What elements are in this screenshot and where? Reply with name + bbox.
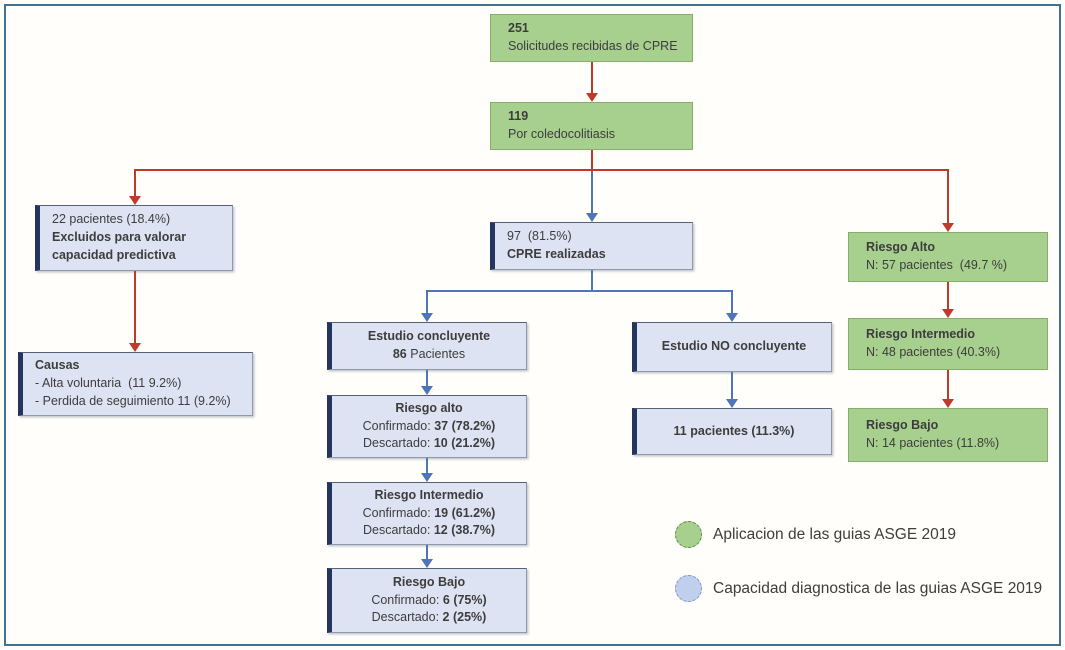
box-estudio-concluyente: Estudio concluyente 86 Pacientes xyxy=(327,322,527,370)
legend-blue-circle-icon xyxy=(675,575,702,602)
riesgo-bajo-confirmado-label: Confirmado: xyxy=(371,592,440,607)
riesgo-bajo-descartado-value: 2 (25%) xyxy=(442,610,487,625)
legend-blue-label: Capacidad diagnostica de las guias ASGE … xyxy=(713,579,1043,597)
box-solicitudes-cpre: 251 Solicitudes recibidas de CPRE xyxy=(490,14,693,62)
riesgo-bajo-confirmado-value: 6 (75%) xyxy=(442,592,487,607)
riesgo-alto-descartado-value: 10 (21.2%) xyxy=(433,436,496,451)
box-por-coledocolitiasis: 119 Por coledocolitiasis xyxy=(490,102,693,150)
arrow-alto-to-intermedio-head xyxy=(421,473,433,482)
arrow-to-concluyente-head xyxy=(421,313,433,322)
box-riesgo-bajo-asge-label: N: 14 pacientes (11.8%) xyxy=(866,436,1000,450)
box-excluidos-count: 22 pacientes (18.4%) xyxy=(52,212,171,227)
arrow-251-to-119-head xyxy=(586,93,598,102)
box-excluidos-text1: Excluidos para valorar xyxy=(52,230,187,245)
box-estudio-concluyente-count: 86 xyxy=(392,347,407,361)
arrow-intermedio-to-bajo-head xyxy=(421,559,433,568)
arrow-no-concluyente-to-11-line xyxy=(731,372,733,399)
box-estudio-no-concluyente-title: Estudio NO concluyente xyxy=(661,339,807,354)
box-causas-title: Causas xyxy=(35,358,80,373)
box-solicitudes-label: Solicitudes recibidas de CPRE xyxy=(508,39,678,53)
connector-cpre-split xyxy=(426,290,733,292)
riesgo-intermedio-descartado-value: 12 (38.7%) xyxy=(433,523,496,538)
arrow-split-to-riesgo-alto-line xyxy=(947,169,949,223)
arrow-split-to-excluidos-head xyxy=(129,196,141,205)
box-causas-item2: - Perdida de seguimiento 11 (9.2%) xyxy=(35,393,231,408)
box-riesgo-alto-title: Riesgo alto xyxy=(395,400,463,415)
arrow-intermedio-to-bajo-line xyxy=(426,545,428,559)
connector-119-split xyxy=(134,169,948,171)
arrow-split-to-excluidos-line xyxy=(134,169,136,196)
arrow-251-to-119-line xyxy=(591,62,593,93)
box-coledocolitiasis-number: 119 xyxy=(508,109,529,124)
arrow-asge-intermedio-to-bajo-line xyxy=(947,370,949,399)
box-riesgo-alto-asge: Riesgo Alto N: 57 pacientes (49.7 %) xyxy=(848,232,1048,282)
legend-item-asge-aplicacion: Aplicacion de las guias ASGE 2019 xyxy=(675,521,956,548)
arrow-excluidos-to-causas-line xyxy=(134,271,136,343)
riesgo-intermedio-descartado-label: Descartado: xyxy=(362,523,431,538)
box-riesgo-intermedio-title: Riesgo Intermedio xyxy=(374,487,484,502)
box-cpre-realizadas: 97 (81.5%) CPRE realizadas xyxy=(490,222,693,270)
box-riesgo-intermedio-asge: Riesgo Intermedio N: 48 pacientes (40.3%… xyxy=(848,318,1048,370)
arrow-split-to-cpre-line xyxy=(591,171,593,213)
riesgo-alto-confirmado-label: Confirmado: xyxy=(362,418,431,433)
box-causas: Causas - Alta voluntaria (11 9.2%) - Per… xyxy=(18,352,253,416)
box-riesgo-bajo-title: Riesgo Bajo xyxy=(392,574,466,589)
box-riesgo-intermedio-asge-label: N: 48 pacientes (40.3%) xyxy=(866,345,1001,359)
box-causas-item1: - Alta voluntaria (11 9.2%) xyxy=(35,376,182,391)
arrow-to-no-concluyente-head xyxy=(726,313,738,322)
arrow-asge-intermedio-to-bajo-head xyxy=(942,399,954,408)
box-riesgo-bajo-concluyente: Riesgo Bajo Confirmado: 6 (75%) Descarta… xyxy=(327,568,527,633)
arrow-excluidos-to-causas-head xyxy=(129,343,141,352)
legend-green-circle-icon xyxy=(675,521,702,548)
riesgo-alto-descartado-label: Descartado: xyxy=(362,436,431,451)
box-estudio-concluyente-title: Estudio concluyente xyxy=(367,329,491,344)
riesgo-bajo-descartado-label: Descartado: xyxy=(371,610,440,625)
arrow-split-to-riesgo-alto-head xyxy=(942,223,954,232)
legend-item-asge-capacidad: Capacidad diagnostica de las guias ASGE … xyxy=(675,575,1042,602)
legend-green-label: Aplicacion de las guias ASGE 2019 xyxy=(713,525,956,543)
box-riesgo-bajo-asge-title: Riesgo Bajo xyxy=(866,418,939,433)
riesgo-alto-confirmado-value: 37 (78.2%) xyxy=(434,418,496,433)
arrow-no-concluyente-to-11-head xyxy=(726,399,738,408)
arrow-alto-to-intermedio-line xyxy=(426,458,428,473)
arrow-to-no-concluyente-line xyxy=(731,290,733,314)
box-estudio-concluyente-suffix: Pacientes xyxy=(410,347,466,361)
box-riesgo-alto-asge-title: Riesgo Alto xyxy=(866,240,935,255)
riesgo-intermedio-confirmado-label: Confirmado: xyxy=(362,505,431,520)
box-11-pacientes: 11 pacientes (11.3%) xyxy=(632,408,832,455)
box-11-pacientes-title: 11 pacientes (11.3%) xyxy=(673,423,795,438)
arrow-asge-alto-to-intermedio-line xyxy=(947,282,949,309)
box-coledocolitiasis-label: Por coledocolitiasis xyxy=(508,127,615,141)
arrow-to-concluyente-line xyxy=(426,290,428,314)
box-excluidos-text2: capacidad predictiva xyxy=(52,247,176,262)
arrow-concluyente-to-alto-head xyxy=(421,386,433,395)
box-excluidos: 22 pacientes (18.4%) Excluidos para valo… xyxy=(35,205,233,271)
box-cpre-realizadas-count: 97 (81.5%) xyxy=(507,229,572,244)
box-estudio-no-concluyente: Estudio NO concluyente xyxy=(632,322,832,372)
connector-119-stub xyxy=(591,150,593,170)
box-riesgo-alto-asge-label: N: 57 pacientes (49.7 %) xyxy=(866,258,1008,272)
arrow-asge-alto-to-intermedio-head xyxy=(942,309,954,318)
riesgo-intermedio-confirmado-value: 19 (61.2%) xyxy=(434,505,496,520)
box-cpre-realizadas-label: CPRE realizadas xyxy=(507,247,606,261)
box-riesgo-intermedio-asge-title: Riesgo Intermedio xyxy=(866,327,976,342)
connector-cpre-stub xyxy=(591,270,593,291)
arrow-concluyente-to-alto-line xyxy=(426,370,428,386)
box-riesgo-alto-concluyente: Riesgo alto Confirmado: 37 (78.2%) Desca… xyxy=(327,395,527,458)
arrow-split-to-cpre-head xyxy=(586,213,598,222)
box-riesgo-bajo-asge: Riesgo Bajo N: 14 pacientes (11.8%) xyxy=(848,408,1048,462)
box-solicitudes-number: 251 xyxy=(508,21,529,36)
box-riesgo-intermedio-concluyente: Riesgo Intermedio Confirmado: 19 (61.2%)… xyxy=(327,482,527,545)
